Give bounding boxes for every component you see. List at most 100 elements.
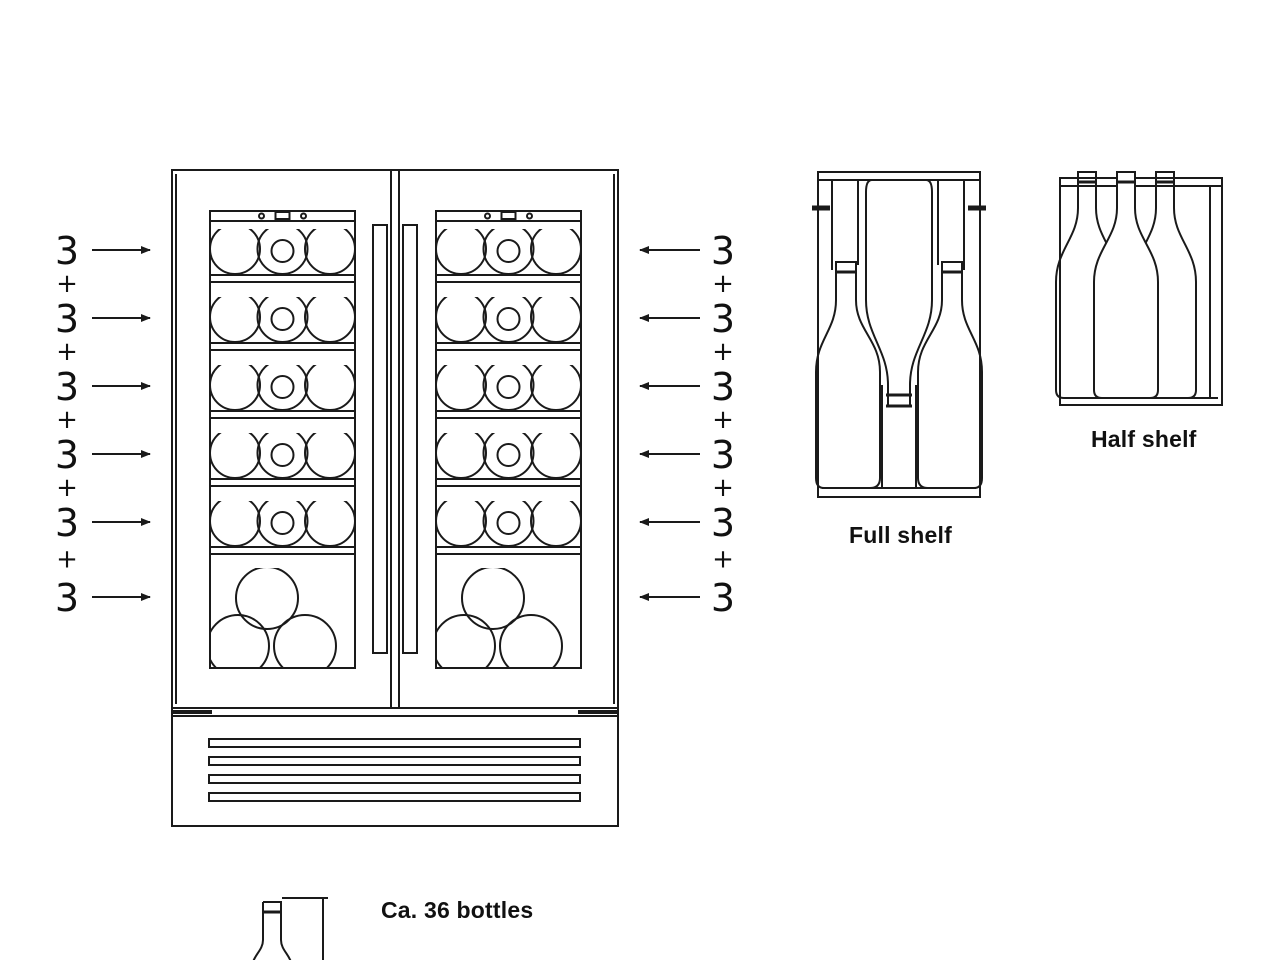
bottle-end [256, 297, 309, 343]
shelf [209, 274, 356, 283]
bottle-neck [496, 443, 521, 467]
shelf [435, 478, 582, 487]
bottle-row [210, 501, 355, 547]
capacity-label: Ca. 36 bottles [381, 897, 534, 923]
bottle-neck [270, 511, 295, 535]
bottle-end [436, 501, 487, 547]
shelf [209, 410, 356, 419]
bottle-end [210, 297, 261, 343]
bottom-bottles [436, 568, 563, 668]
row-count: 3 [55, 576, 79, 620]
half-shelf-label: Half shelf [1091, 426, 1197, 452]
control-display [500, 211, 517, 220]
row-plus: + [712, 269, 734, 299]
control-display [274, 211, 291, 220]
vent-grille [208, 738, 581, 802]
full-shelf-illustration [812, 171, 986, 498]
control-button [300, 212, 307, 220]
bottle-end [530, 297, 581, 343]
right-door-window [435, 210, 582, 669]
bottle-end [530, 229, 581, 275]
cabinet-body [171, 169, 619, 827]
bottle-dimension-icon [252, 897, 328, 960]
row-count: 3 [55, 229, 79, 273]
bottle-end [482, 365, 535, 411]
bottle-end [210, 433, 261, 479]
bottle-neck [270, 443, 295, 467]
bottle-end [436, 365, 487, 411]
row-count: 3 [711, 576, 735, 620]
bottle-row [436, 365, 581, 411]
bottle-end [256, 501, 309, 547]
bottle-end [499, 614, 563, 668]
right-row-counts: 3+3+3+3+3+3 [639, 229, 735, 620]
bottle-end [436, 297, 487, 343]
row-count: 3 [55, 297, 79, 341]
row-plus: + [712, 337, 734, 367]
window-frame [435, 210, 582, 669]
bottle-neck [270, 239, 295, 263]
row-count: 3 [711, 365, 735, 409]
row-count: 3 [711, 501, 735, 545]
bottle-end [304, 501, 355, 547]
bottle-row [436, 501, 581, 547]
bottle-end [235, 568, 299, 630]
bottle-end [304, 365, 355, 411]
window-frame [209, 210, 356, 669]
shelf [435, 274, 582, 283]
bottle-end [256, 229, 309, 275]
row-plus: + [56, 545, 78, 575]
bottle-end [530, 365, 581, 411]
bottle-row [436, 229, 581, 275]
left-door-handle [372, 224, 388, 654]
row-plus: + [712, 545, 734, 575]
bottle-end [210, 501, 261, 547]
row-count: 3 [55, 501, 79, 545]
shelf [435, 546, 582, 555]
bottle-neck [270, 375, 295, 399]
shelf [435, 410, 582, 419]
left-door-window [209, 210, 356, 669]
shelf [209, 478, 356, 487]
control-button [484, 212, 491, 220]
bottle-row [210, 229, 355, 275]
row-plus: + [56, 473, 78, 503]
bottle-end [482, 501, 535, 547]
row-plus: + [56, 269, 78, 299]
row-count: 3 [711, 433, 735, 477]
right-door-handle [402, 224, 418, 654]
bottle-end [482, 229, 535, 275]
bottle-row [436, 297, 581, 343]
bottom-bottles [210, 568, 337, 668]
bottle-end [256, 433, 309, 479]
row-count: 3 [711, 229, 735, 273]
bottle-end [210, 365, 261, 411]
control-button [526, 212, 533, 220]
row-plus: + [712, 405, 734, 435]
bottle-neck [496, 239, 521, 263]
bottle-end [210, 229, 261, 275]
row-plus: + [56, 337, 78, 367]
row-count: 3 [55, 433, 79, 477]
full-shelf-label: Full shelf [849, 522, 952, 548]
bottle-neck [496, 375, 521, 399]
bottle-neck [496, 511, 521, 535]
bottle-end [210, 614, 270, 668]
bottle-end [304, 297, 355, 343]
bottle-end [304, 229, 355, 275]
bottle-row [210, 433, 355, 479]
row-count: 3 [55, 365, 79, 409]
bottle-end [482, 433, 535, 479]
bottle-end [530, 433, 581, 479]
shelf [435, 342, 582, 351]
row-plus: + [712, 473, 734, 503]
bottle-end [436, 229, 487, 275]
shelf [209, 546, 356, 555]
row-plus: + [56, 405, 78, 435]
left-row-counts: 3+3+3+3+3+3 [55, 229, 151, 620]
bottle-end [436, 433, 487, 479]
bottle-neck [496, 307, 521, 331]
shelf [209, 342, 356, 351]
row-count: 3 [711, 297, 735, 341]
